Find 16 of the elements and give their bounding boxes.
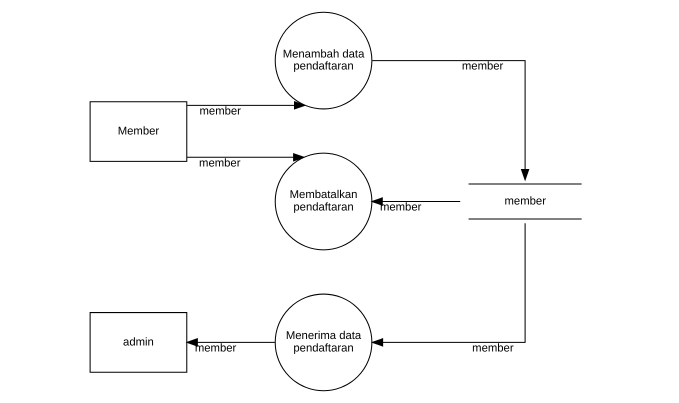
- arrow: [186, 101, 306, 110]
- arrow: [370, 197, 460, 206]
- node-box: admin: [89, 312, 187, 373]
- node-circle: Menerima data pendaftaran: [274, 294, 372, 392]
- edge-label: member: [194, 342, 236, 354]
- arrow: [370, 223, 526, 347]
- edge-label: member: [472, 342, 514, 354]
- edge-label: member: [379, 202, 421, 214]
- node-box: Member: [89, 101, 187, 162]
- arrow: [185, 338, 274, 347]
- arrow: [186, 152, 305, 162]
- edge-label: member: [198, 157, 240, 170]
- edge-label: member: [199, 105, 240, 118]
- arrow: [372, 60, 529, 182]
- edge-label: member: [461, 60, 503, 73]
- node-text: member: [504, 195, 546, 208]
